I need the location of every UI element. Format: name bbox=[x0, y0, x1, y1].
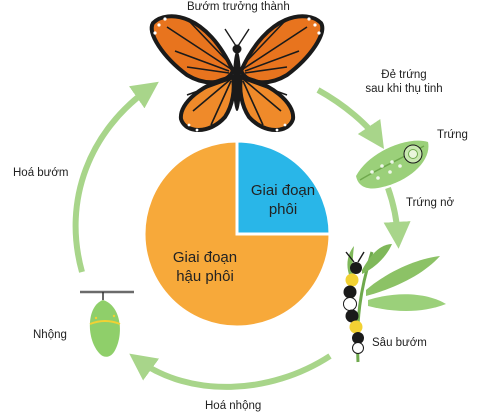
pie-slice-embryonic bbox=[235, 139, 332, 236]
pie-slice-post-embryonic bbox=[142, 139, 332, 329]
embryonic-label: Giai đoạn phôi bbox=[250, 182, 316, 218]
egg-icon bbox=[356, 140, 429, 189]
chrysalis-icon bbox=[80, 290, 134, 357]
arrow-caterpillar-to-pupa bbox=[129, 353, 332, 390]
arrow-adult-to-egg bbox=[316, 87, 384, 149]
caterpillar-icon bbox=[343, 244, 446, 363]
caterpillar-label: Sâu bướm bbox=[372, 337, 427, 349]
laying-eggs-label: Đẻ trứng sau khi thụ tinh bbox=[365, 69, 443, 95]
arrow-pupa-to-adult bbox=[72, 81, 159, 273]
pupa-label: Nhộng bbox=[33, 329, 67, 341]
arrow-egg-to-caterpillar bbox=[383, 187, 411, 249]
butterfly-icon bbox=[149, 14, 325, 132]
post-embryonic-label: Giai đoạn hậu phôi bbox=[172, 249, 238, 285]
adult-butterfly-label: Bướm trưởng thành bbox=[187, 1, 290, 13]
pupation-label: Hoá nhộng bbox=[205, 400, 262, 412]
stage-pie-chart bbox=[142, 139, 332, 329]
egg-label: Trứng bbox=[437, 129, 468, 141]
emergence-label: Hoá bướm bbox=[13, 167, 69, 179]
hatching-label: Trứng nở bbox=[406, 197, 455, 209]
